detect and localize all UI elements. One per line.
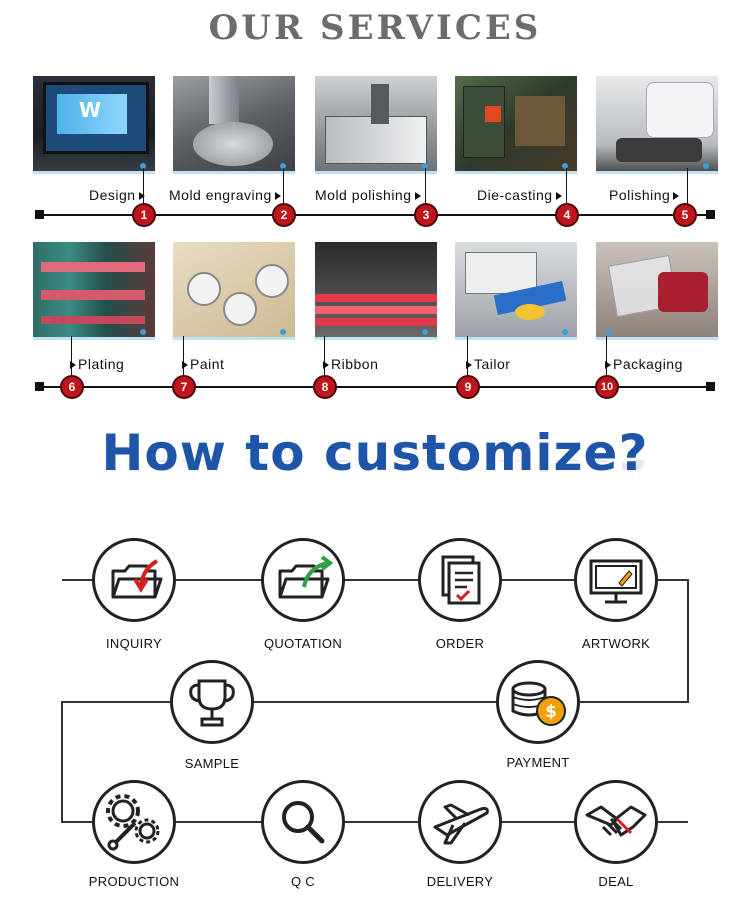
step-label-deal: DEAL: [598, 874, 634, 889]
service-label-die-casting: Die-casting: [477, 187, 562, 203]
step-badge-9: 9: [456, 375, 480, 399]
deal-circle: [574, 780, 658, 864]
connector-line: [143, 168, 144, 206]
folder-arrow-out-icon: [278, 555, 334, 599]
service-label-mold-polishing: Mold polishing: [315, 187, 421, 203]
qc-circle: [261, 780, 345, 864]
step-label-delivery: DELIVERY: [426, 874, 494, 889]
step-badge-7: 7: [172, 375, 196, 399]
order-circle: [418, 538, 502, 622]
timeline-endcap: [35, 210, 44, 219]
sample-circle: [170, 660, 254, 744]
design-photo: W: [33, 76, 155, 174]
timeline-endcap: [706, 382, 715, 391]
handshake-icon: [585, 805, 647, 837]
artwork-circle: [574, 538, 658, 622]
step-badge-3: 3: [414, 203, 438, 227]
payment-circle: $: [496, 660, 580, 744]
die-casting-photo: [455, 76, 577, 174]
tailor-photo: [455, 242, 577, 340]
service-label-plating: Plating: [70, 356, 124, 372]
step-label-qc: Q C: [290, 874, 315, 889]
step-label-order: ORDER: [435, 636, 485, 651]
connector-line: [324, 336, 325, 376]
step-badge-5: 5: [673, 203, 697, 227]
document-check-icon: [441, 555, 481, 605]
connector-line: [606, 336, 607, 376]
mold-engraving-photo: [173, 76, 295, 174]
magnifier-icon: [282, 801, 325, 844]
step-label-quotation: QUOTATION: [263, 636, 343, 651]
step-label-artwork: ARTWORK: [581, 636, 651, 651]
mold-polishing-photo: [315, 76, 437, 174]
service-label-ribbon: Ribbon: [323, 356, 378, 372]
services-timeline-2: [38, 386, 710, 388]
gears-wrench-icon: [106, 794, 160, 851]
quotation-circle: [261, 538, 345, 622]
step-badge-1: 1: [132, 203, 156, 227]
coins-dollar-icon: $: [511, 681, 566, 726]
service-label-tailor: Tailor: [466, 356, 510, 372]
connector-line: [183, 336, 184, 376]
step-label-sample: SAMPLE: [184, 756, 240, 771]
step-badge-10: 10: [595, 375, 619, 399]
delivery-circle: [418, 780, 502, 864]
polishing-photo: [596, 76, 718, 174]
ribbon-photo: [315, 242, 437, 340]
folder-arrow-in-icon: [111, 559, 163, 599]
paint-photo: [173, 242, 295, 340]
step-label-payment: PAYMENT: [506, 755, 570, 770]
step-label-inquiry: INQUIRY: [105, 636, 163, 651]
services-title: OUR SERVICES: [208, 8, 542, 48]
connector-line: [566, 168, 567, 206]
packaging-photo: [596, 242, 718, 340]
timeline-endcap: [706, 210, 715, 219]
timeline-endcap: [35, 382, 44, 391]
customize-title: How to customize?: [101, 424, 649, 482]
service-label-polishing: Polishing: [609, 187, 680, 203]
production-circle: [92, 780, 176, 864]
step-label-production: PRODUCTION: [88, 874, 180, 889]
connector-line: [467, 336, 468, 376]
services-timeline-1: [38, 214, 710, 216]
airplane-icon: [433, 803, 489, 845]
inquiry-circle: [92, 538, 176, 622]
plating-photo: [33, 242, 155, 340]
step-badge-8: 8: [313, 375, 337, 399]
step-badge-4: 4: [555, 203, 579, 227]
trophy-icon: [189, 679, 235, 727]
step-badge-2: 2: [272, 203, 296, 227]
connector-line: [687, 168, 688, 206]
service-label-design: Design: [89, 187, 145, 203]
step-badge-6: 6: [60, 375, 84, 399]
service-label-mold-engraving: Mold engraving: [169, 187, 281, 203]
service-label-paint: Paint: [182, 356, 224, 372]
connector-line: [71, 336, 72, 376]
connector-line: [425, 168, 426, 206]
connector-line: [283, 168, 284, 206]
service-label-packaging: Packaging: [605, 356, 683, 372]
monitor-pencil-icon: [589, 559, 643, 604]
svg-text:$: $: [545, 702, 557, 722]
